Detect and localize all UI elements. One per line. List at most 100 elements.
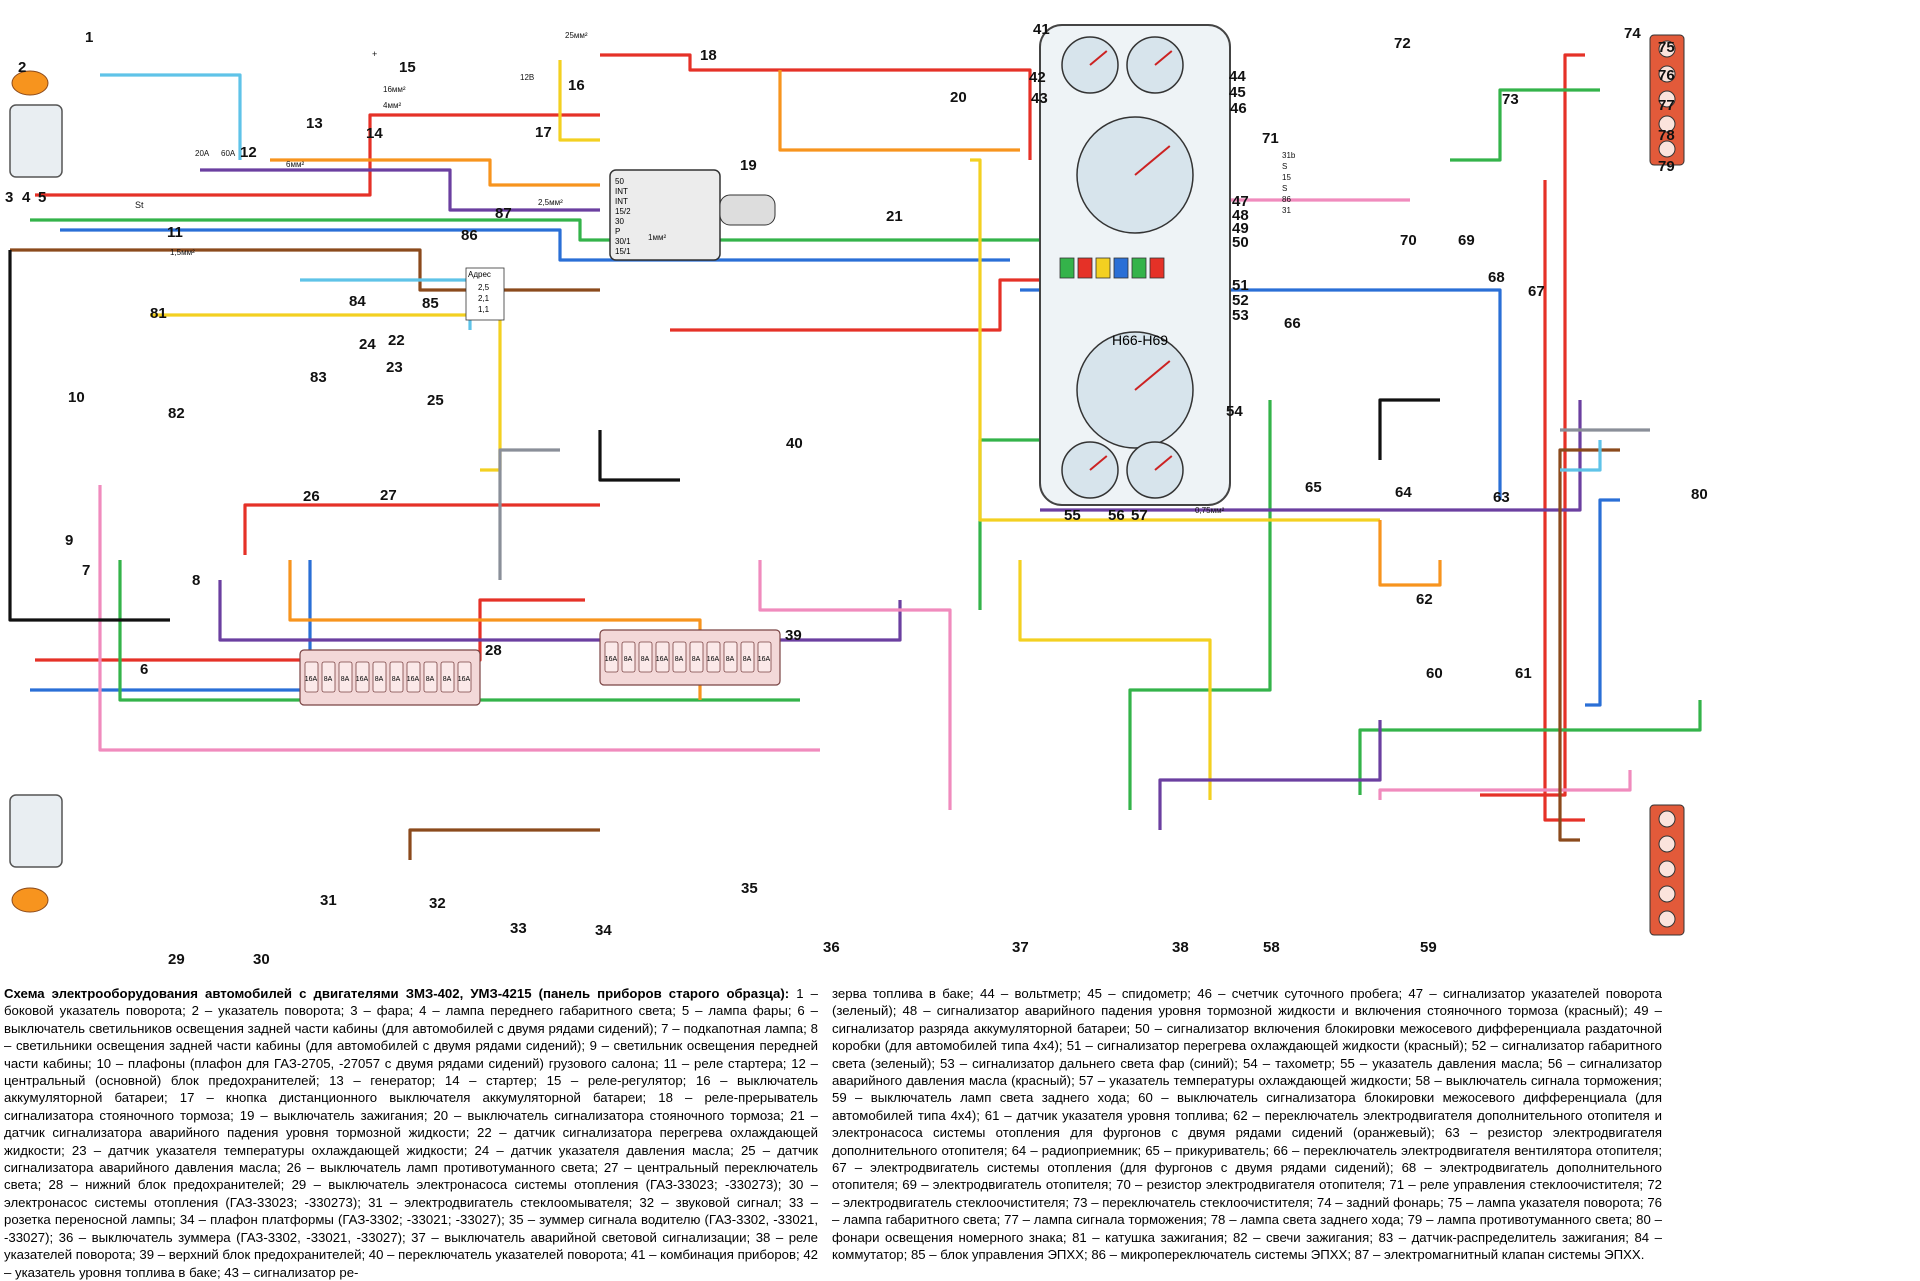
caption-right-column: зерва топлива в баке; 44 – вольтметр; 45… bbox=[832, 985, 1662, 1264]
component-number-65: 65 bbox=[1305, 479, 1322, 496]
black-wire bbox=[8, 250, 170, 622]
rear-lamp-top bbox=[1649, 34, 1685, 166]
caption-left-column: Схема электрооборудования автомобилей с … bbox=[4, 985, 818, 1281]
gauge-needle bbox=[1154, 50, 1173, 66]
component-number-33: 33 bbox=[510, 920, 527, 937]
fuse bbox=[638, 641, 653, 673]
lamp-bulb bbox=[1658, 90, 1676, 108]
switch-terminal: 50 bbox=[615, 177, 624, 186]
component-number-66: 66 bbox=[1284, 315, 1301, 332]
fuse-rating: 16А bbox=[305, 676, 318, 683]
component-number-87: 87 bbox=[495, 205, 512, 222]
fuse bbox=[689, 641, 704, 673]
component-number-7: 7 bbox=[82, 562, 90, 579]
brown-wire bbox=[10, 248, 600, 292]
gray-wire bbox=[498, 448, 560, 580]
switch-key bbox=[719, 194, 776, 226]
blue-wire bbox=[30, 560, 312, 692]
fuse-rating: 8А bbox=[743, 656, 752, 663]
component-number-67: 67 bbox=[1528, 283, 1545, 300]
component-number-25: 25 bbox=[427, 392, 444, 409]
fuse-box-12-label: 60A bbox=[221, 149, 236, 158]
gauge-needle bbox=[1089, 455, 1108, 471]
component-number-81: 81 bbox=[150, 305, 167, 322]
rear-lamp-bottom bbox=[1649, 804, 1685, 936]
fuse-rating: 8А bbox=[692, 656, 701, 663]
component-number-54: 54 bbox=[1226, 403, 1243, 420]
black-wire bbox=[598, 430, 680, 482]
fuse-rating: 16А bbox=[458, 676, 471, 683]
wiper-relay-terminal: 86 bbox=[1282, 195, 1291, 204]
cluster-lamp-label: H66-H69 bbox=[1112, 332, 1168, 348]
component-number-49: 49 bbox=[1232, 220, 1249, 237]
fuse-rating: 8А bbox=[426, 676, 435, 683]
fuse bbox=[440, 661, 455, 693]
brown-wire bbox=[408, 828, 600, 860]
component-number-56: 56 bbox=[1108, 507, 1125, 524]
skyblue-wire bbox=[100, 73, 242, 160]
red-wire bbox=[600, 53, 1032, 160]
fuse bbox=[406, 661, 421, 693]
wire-size-label: 6мм² bbox=[286, 160, 304, 169]
lamp-bulb bbox=[1658, 140, 1676, 158]
component-number-62: 62 bbox=[1416, 591, 1433, 608]
component-number-19: 19 bbox=[740, 157, 757, 174]
component-number-82: 82 bbox=[168, 405, 185, 422]
relay-15-label: + bbox=[372, 49, 377, 59]
fuse bbox=[457, 661, 472, 693]
component-number-74: 74 bbox=[1624, 25, 1641, 42]
fuse bbox=[757, 641, 772, 673]
wire-size-label: 12В bbox=[520, 73, 534, 82]
fuse-rating: 16А bbox=[407, 676, 420, 683]
headlamp bbox=[9, 104, 63, 178]
wire-size-label: 0,75мм² bbox=[1195, 506, 1225, 515]
wiper-relay-terminal: 31 bbox=[1282, 206, 1291, 215]
legend-caption: Схема электрооборудования автомобилей с … bbox=[4, 985, 1664, 1280]
component-number-83: 83 bbox=[310, 369, 327, 386]
component-number-20: 20 bbox=[950, 89, 967, 106]
lamp-bulb bbox=[1658, 65, 1676, 83]
component-number-26: 26 bbox=[303, 488, 320, 505]
violet-wire bbox=[200, 168, 600, 212]
address-title: Адрес bbox=[468, 270, 491, 279]
pink-wire bbox=[758, 560, 952, 810]
component-number-59: 59 bbox=[1420, 939, 1437, 956]
component-number-1: 1 bbox=[85, 29, 93, 46]
component-number-16: 16 bbox=[568, 77, 585, 94]
fuse-rating: 8А bbox=[726, 656, 735, 663]
warning-lamp bbox=[1149, 257, 1165, 279]
component-number-61: 61 bbox=[1515, 665, 1532, 682]
wire-size-label: 2,5мм² bbox=[538, 198, 563, 207]
fuse bbox=[321, 661, 336, 693]
component-number-15: 15 bbox=[399, 59, 416, 76]
component-number-12: 12 bbox=[240, 144, 257, 161]
component-number-8: 8 bbox=[192, 572, 200, 589]
component-number-17: 17 bbox=[535, 124, 552, 141]
wire-size-label: 25мм² bbox=[565, 31, 588, 40]
component-number-21: 21 bbox=[886, 208, 903, 225]
component-number-80: 80 bbox=[1691, 486, 1708, 503]
turn-indicator bbox=[11, 70, 49, 96]
fuse bbox=[723, 641, 738, 673]
warning-lamp bbox=[1077, 257, 1093, 279]
component-number-3: 3 bbox=[5, 189, 13, 206]
component-number-72: 72 bbox=[1394, 35, 1411, 52]
fuse bbox=[604, 641, 619, 673]
caption-right-text: зерва топлива в баке; 44 – вольтметр; 45… bbox=[832, 986, 1662, 1263]
component-number-18: 18 bbox=[700, 47, 717, 64]
component-number-24: 24 bbox=[359, 336, 376, 353]
gauge-needle bbox=[1134, 145, 1171, 176]
switch-terminal: 30/1 bbox=[615, 237, 631, 246]
wire-harness bbox=[8, 53, 1702, 860]
fuse-box-12-label: 20A bbox=[195, 149, 210, 158]
lamp-bulb bbox=[1658, 115, 1676, 133]
instrument-cluster: H66-H69 bbox=[1039, 24, 1231, 506]
wire-size-label: 4мм² bbox=[383, 101, 401, 110]
green-wire bbox=[118, 560, 800, 702]
component-number-75: 75 bbox=[1658, 39, 1675, 56]
switch-terminal: 15/2 bbox=[615, 207, 631, 216]
component-number-69: 69 bbox=[1458, 232, 1475, 249]
